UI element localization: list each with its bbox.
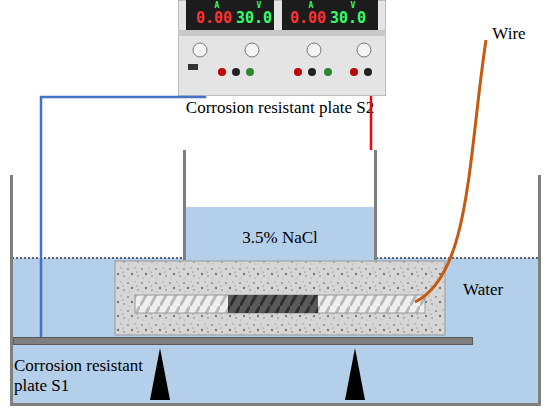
node-label: Water bbox=[463, 280, 523, 300]
lead-wire bbox=[41, 96, 205, 337]
node-label: 3.5% NaCl bbox=[186, 228, 374, 248]
power-supply: AVAV0.0030.00.0030.0 bbox=[178, 0, 386, 96]
display-reading: 30.0 bbox=[328, 10, 368, 27]
annotation: Wire bbox=[484, 24, 534, 44]
rebar bbox=[135, 295, 425, 313]
display-reading: 30.0 bbox=[234, 10, 274, 27]
node-label: Corrosion resistant plate S1 bbox=[14, 356, 154, 396]
nacl-reservoir: 3.5% NaCl bbox=[183, 150, 377, 260]
concrete-specimen bbox=[115, 261, 445, 335]
display-reading: 0.00 bbox=[288, 10, 328, 27]
plate-s1: Corrosion resistant plate S1 bbox=[13, 337, 473, 345]
display-reading: 0.00 bbox=[194, 10, 234, 27]
water-fill bbox=[10, 258, 540, 405]
lead-wire bbox=[370, 96, 373, 150]
support bbox=[150, 348, 170, 400]
support bbox=[345, 348, 365, 400]
corroded-section bbox=[228, 295, 318, 313]
wire bbox=[415, 40, 486, 302]
annotation: Corrosion resistant plate S2 bbox=[170, 98, 390, 118]
